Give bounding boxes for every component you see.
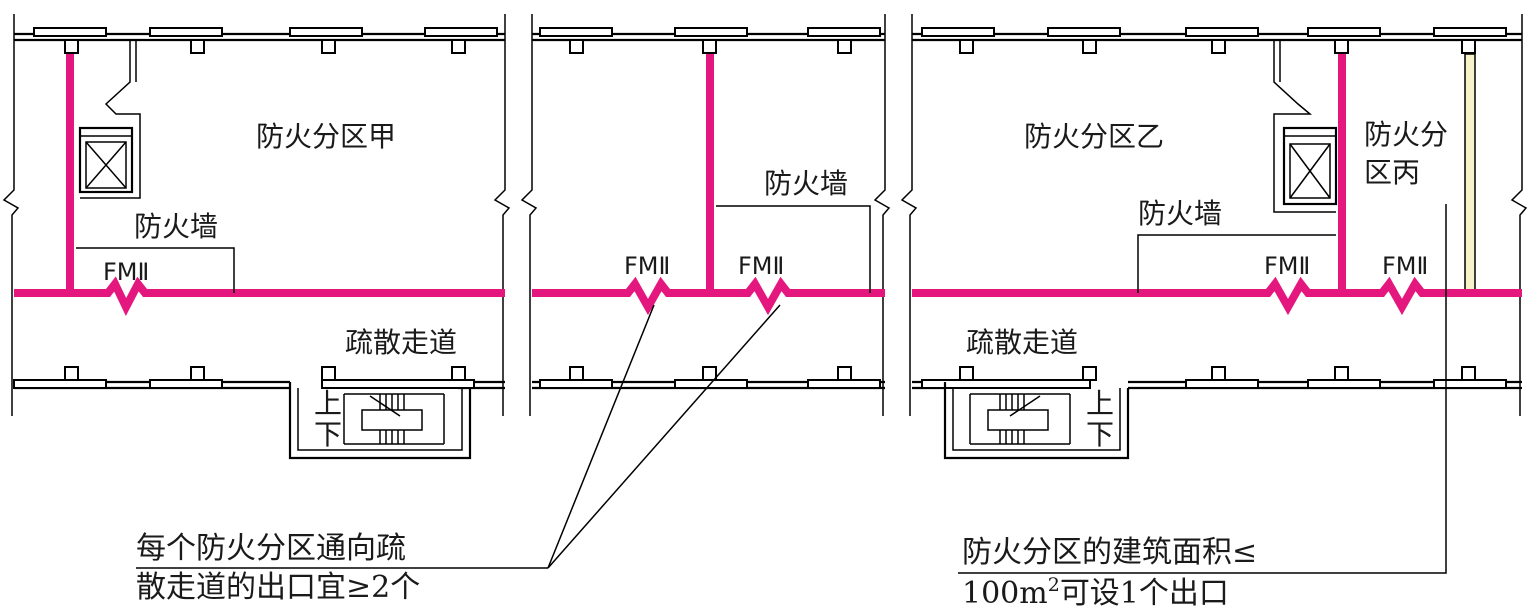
top-exterior-wall bbox=[14, 27, 1522, 54]
zone-b-label: 防火分区乙 bbox=[1024, 120, 1164, 153]
staircase-left bbox=[288, 382, 472, 460]
corridor-label-right: 疏散走道 bbox=[966, 326, 1078, 359]
exits-note-line2: 散走道的出口宜≥2个 bbox=[136, 570, 420, 605]
elevator-left bbox=[78, 40, 141, 199]
fire-door-label-1: FMⅡ bbox=[103, 258, 149, 286]
area-note-line1: 防火分区的建筑面积≤ bbox=[962, 535, 1257, 570]
elevator-right bbox=[1273, 40, 1338, 213]
stair-down-label-right: 下 bbox=[1086, 418, 1114, 451]
stair-treads-right bbox=[999, 394, 1025, 444]
firewall-label-middle: 防火墙 bbox=[764, 167, 848, 200]
firewall-label-left: 防火墙 bbox=[134, 210, 218, 243]
zone-a-label: 防火分区甲 bbox=[256, 120, 396, 153]
fire-door-label-5: FMⅡ bbox=[1382, 252, 1428, 280]
area-note-value: 100m bbox=[962, 576, 1048, 611]
bottom-exterior-wall bbox=[13, 366, 1522, 390]
area-note-line2: 100m2可设1个出口 bbox=[962, 574, 1229, 611]
zone-c-label-line1: 防火分 bbox=[1364, 118, 1448, 151]
fire-door-label-2: FMⅡ bbox=[624, 252, 670, 280]
area-note-rest: 可设1个出口 bbox=[1060, 576, 1229, 611]
exits-note-line1: 每个防火分区通向疏 bbox=[136, 531, 406, 566]
partition-zone-c bbox=[1464, 53, 1476, 291]
leader-lines bbox=[76, 204, 1447, 574]
fire-door-label-4: FMⅡ bbox=[1264, 252, 1310, 280]
break-lines bbox=[2, 14, 1528, 416]
staircase-right bbox=[943, 382, 1130, 460]
stair-up-label-right: 上 bbox=[1086, 387, 1114, 420]
stair-down-label-left: 下 bbox=[314, 418, 342, 451]
corridor-label-left: 疏散走道 bbox=[345, 326, 457, 359]
stair-treads-left bbox=[379, 394, 405, 444]
firewall-label-right: 防火墙 bbox=[1138, 197, 1222, 230]
area-note-superscript: 2 bbox=[1048, 574, 1060, 596]
stair-up-label-left: 上 bbox=[314, 387, 342, 420]
fire-door-label-3: FMⅡ bbox=[738, 252, 784, 280]
zone-c-label-line2: 区丙 bbox=[1364, 156, 1420, 189]
firewalls bbox=[14, 54, 1522, 316]
